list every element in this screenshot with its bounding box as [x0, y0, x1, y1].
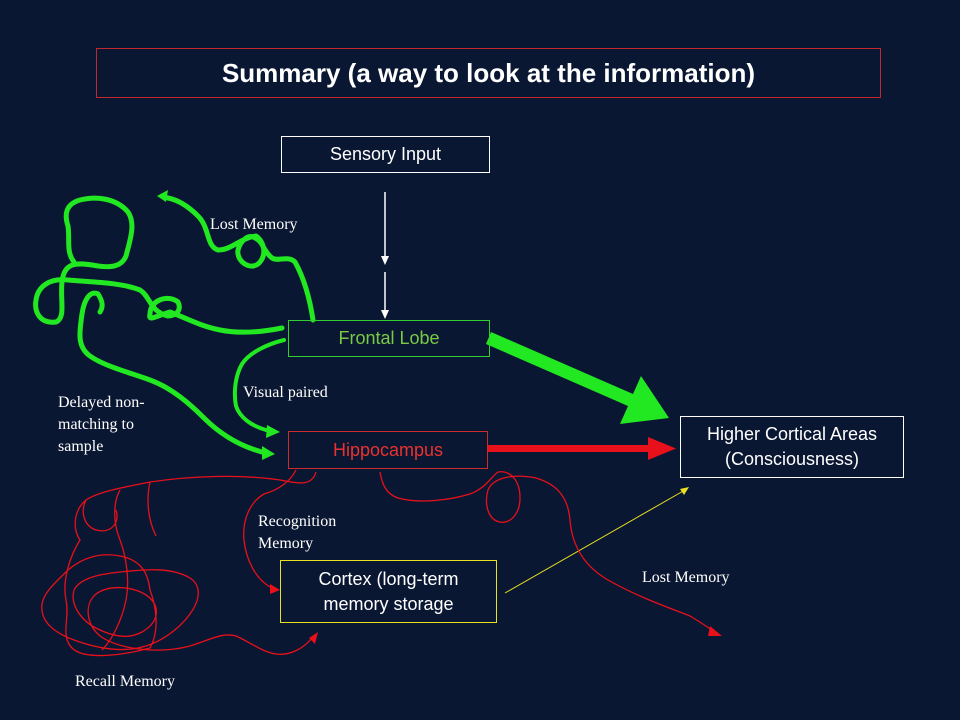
- cortex-box: Cortex (long-term memory storage: [280, 560, 497, 623]
- red-scribble-lost-memory-head: [708, 626, 722, 636]
- higher-cortical-line-1: Higher Cortical Areas: [706, 424, 878, 444]
- cortex-line-1: Cortex (long-term: [318, 568, 459, 589]
- sensory-input-box: Sensory Input: [281, 136, 490, 173]
- page-title-text: Summary (a way to look at the informatio…: [221, 57, 756, 88]
- visual-paired-label: Visual paired: [243, 384, 328, 401]
- delayed-line-2: matching to: [58, 416, 134, 433]
- frontal-lobe-label: Frontal Lobe: [338, 328, 440, 348]
- delayed-line-3: sample: [58, 438, 104, 455]
- red-scribble-recognition: [243, 469, 297, 589]
- green-scribble-lost-memory: [159, 193, 316, 323]
- cortex-to-higher-head: [680, 487, 689, 495]
- page-title: Summary (a way to look at the informatio…: [96, 48, 881, 98]
- higher-cortical-box: Higher Cortical Areas (Consciousness): [680, 416, 904, 478]
- red-scribble-recall: [41, 471, 317, 657]
- hippocampus-to-higher-head: [648, 437, 676, 460]
- delayed-line-1: Delayed non-: [58, 394, 145, 411]
- hippocampus-label: Hippocampus: [332, 439, 444, 460]
- recognition-line-1: Recognition: [258, 513, 337, 530]
- red-scribble-recognition-head: [270, 584, 280, 594]
- cortex-line-2: memory storage: [323, 593, 454, 614]
- frontal-lobe-box: Frontal Lobe: [288, 320, 490, 357]
- red-scribble-recall-head: [309, 632, 318, 644]
- sensory-arrow-2-head: [381, 310, 389, 319]
- higher-cortical-line-2: (Consciousness): [724, 449, 860, 469]
- lost-memory-right-label: Lost Memory: [642, 569, 730, 586]
- red-scribble-lost-memory: [379, 471, 713, 631]
- recognition-line-2: Memory: [258, 535, 314, 552]
- hippocampus-box: Hippocampus: [288, 431, 488, 469]
- recall-memory-label: Recall Memory: [75, 673, 175, 690]
- delayed-label: Delayed non- matching to sample: [58, 392, 145, 458]
- green-scribble-visual-paired: [232, 338, 286, 432]
- green-scribble-lost-memory-head: [157, 190, 168, 202]
- sensory-arrow-1-head: [381, 256, 389, 265]
- green-scribble-delayed: [77, 290, 265, 455]
- green-scribble-left: [33, 195, 285, 335]
- hippocampus-to-higher-shaft: [488, 445, 650, 452]
- red-scribble-recall-loops: [82, 481, 157, 651]
- recognition-label: Recognition Memory: [258, 511, 336, 555]
- green-scribble-delayed-head: [262, 446, 275, 460]
- sensory-input-label: Sensory Input: [329, 144, 442, 164]
- cortex-to-higher-line: [504, 489, 686, 594]
- frontal-to-higher-arrow: [486, 332, 669, 424]
- lost-memory-top-label: Lost Memory: [210, 216, 298, 233]
- green-scribble-visual-paired-head: [266, 425, 280, 438]
